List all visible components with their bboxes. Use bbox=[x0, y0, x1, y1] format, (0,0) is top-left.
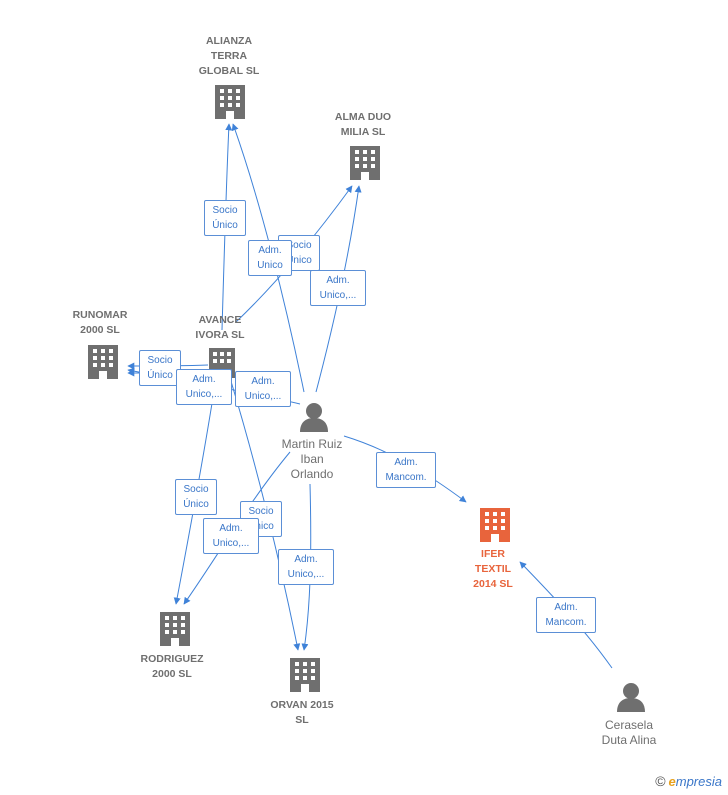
person-icon[interactable] bbox=[300, 403, 328, 432]
edge-label-adm-unico[interactable]: Adm. Unico,... bbox=[310, 270, 366, 306]
person-icon[interactable] bbox=[617, 683, 645, 712]
brand-watermark: ©empresia bbox=[655, 773, 722, 789]
edge-label-adm-unico[interactable]: Adm. Unico bbox=[248, 240, 292, 276]
building-icon[interactable] bbox=[480, 508, 510, 542]
building-icon[interactable] bbox=[350, 146, 380, 180]
edge-label-adm-unico[interactable]: Adm. Unico,... bbox=[235, 371, 291, 407]
building-icon[interactable] bbox=[160, 612, 190, 646]
node-label-martin[interactable]: Martin Ruiz Iban Orlando bbox=[281, 437, 343, 481]
node-label-ifer[interactable]: IFER TEXTIL 2014 SL bbox=[473, 548, 513, 590]
building-icon[interactable] bbox=[290, 658, 320, 692]
copyright-symbol: © bbox=[655, 773, 666, 789]
building-icon[interactable] bbox=[215, 85, 245, 119]
edge-label-adm-unico[interactable]: Adm. Unico,... bbox=[203, 518, 259, 554]
edge-label-adm-unico[interactable]: Adm. Unico,... bbox=[278, 549, 334, 585]
building-icon[interactable] bbox=[88, 345, 118, 379]
brand-name: mpresia bbox=[675, 774, 722, 789]
edge-label-socio-unico[interactable]: Socio Único bbox=[204, 200, 246, 236]
edge-label-socio-unico[interactable]: Socio Único bbox=[139, 350, 181, 386]
node-label-runomar[interactable]: RUNOMAR 2000 SL bbox=[72, 309, 128, 336]
node-label-orvan[interactable]: ORVAN 2015 SL bbox=[270, 699, 334, 726]
node-label-alma[interactable]: ALMA DUO MILIA SL bbox=[334, 111, 392, 138]
edge-label-adm-mancom[interactable]: Adm. Mancom. bbox=[536, 597, 596, 633]
node-icons bbox=[88, 85, 645, 712]
edge-label-adm-unico[interactable]: Adm. Unico,... bbox=[176, 369, 232, 405]
edge-label-socio-unico[interactable]: Socio Único bbox=[175, 479, 217, 515]
brand-logo-e: e bbox=[668, 774, 676, 789]
node-label-alianza[interactable]: ALIANZA TERRA GLOBAL SL bbox=[198, 35, 260, 77]
node-label-rodriguez[interactable]: RODRIGUEZ 2000 SL bbox=[140, 653, 204, 680]
node-label-cerasela[interactable]: Cerasela Duta Alina bbox=[601, 718, 657, 747]
node-label-avance[interactable]: AVANCE IVORA SL bbox=[195, 314, 245, 341]
edge-label-adm-mancom[interactable]: Adm. Mancom. bbox=[376, 452, 436, 488]
